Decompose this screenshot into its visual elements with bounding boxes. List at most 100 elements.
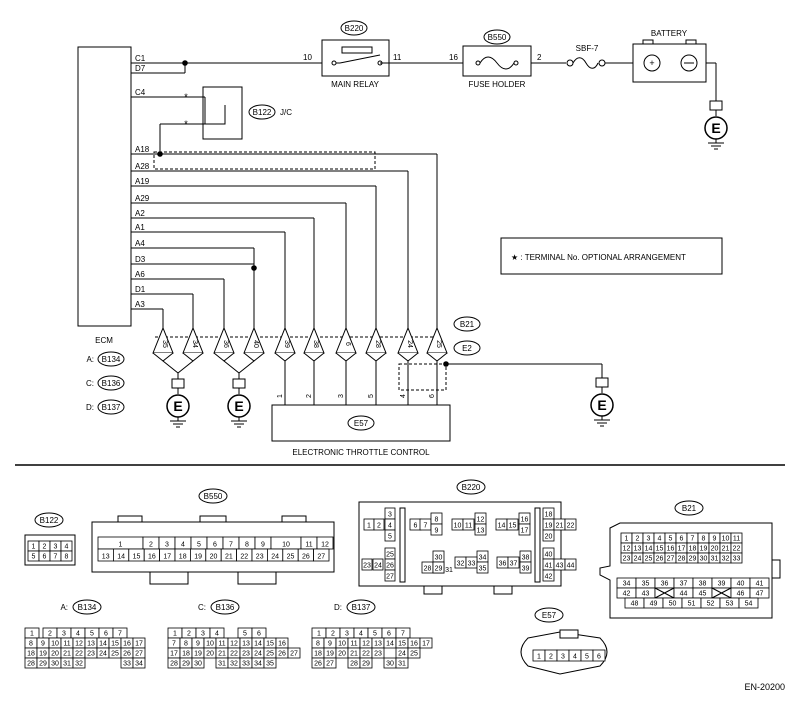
harness-pin-label: 40 (252, 340, 259, 348)
pin-number: 28 (170, 661, 178, 668)
pin-number: 19 (194, 554, 202, 561)
connector-badge (72, 599, 102, 615)
pin-number: 19 (326, 651, 334, 658)
pin-number: 13 (87, 641, 95, 648)
pin-number: 17 (521, 528, 529, 535)
connector-triangle-tip (213, 352, 235, 362)
pin-number: 31 (63, 661, 71, 668)
pin-number: 8 (184, 641, 188, 648)
pin-number: 5 (243, 631, 247, 638)
pin-number: 12 (477, 517, 485, 524)
pin-number: 14 (117, 554, 125, 561)
pin-number: 21 (218, 651, 226, 658)
pin-number: 16 (123, 641, 131, 648)
pin-number: 12 (623, 546, 631, 553)
ecm-pin-label: D7 (135, 64, 146, 73)
pin-number: 4 (181, 542, 185, 549)
pin-number: 22 (230, 651, 238, 658)
pin-number: 6 (43, 554, 47, 561)
pin-number: 29 (39, 661, 47, 668)
svg-text:+: + (649, 58, 654, 68)
ecm-label: ECM (95, 336, 113, 345)
pin-number: 28 (424, 566, 432, 573)
harness-pin-label: 6 (344, 342, 351, 346)
pin-number: 31 (711, 556, 719, 563)
connector-triangle-tip (152, 352, 174, 362)
connector-triangle-tip (365, 352, 387, 362)
ecm-pin-label: A1 (135, 223, 145, 232)
pin-cell (359, 657, 373, 669)
pin-cell (395, 657, 409, 669)
pin-number: 12 (362, 641, 370, 648)
jc-star: * (184, 92, 188, 102)
pin-number: 33 (468, 561, 476, 568)
b220-divider (534, 507, 541, 583)
pin-number: 15 (509, 523, 517, 530)
pin-number: 13 (242, 641, 250, 648)
pin-number: 8 (702, 536, 706, 543)
ground-label: E (234, 398, 243, 414)
pin-number: 4 (573, 654, 577, 661)
pin-number: 2 (331, 631, 335, 638)
connector-badge (198, 488, 228, 504)
pin-number: 33 (123, 661, 131, 668)
pin-number: 12 (75, 641, 83, 648)
pin-number: 9 (435, 528, 439, 535)
legend-badge (97, 351, 125, 367)
harness-pin-label: 38 (312, 340, 319, 348)
pin-number: 36 (661, 581, 669, 588)
pin-number: 13 (634, 546, 642, 553)
pin-number: 4 (359, 631, 363, 638)
pin-number: 6 (257, 631, 261, 638)
pin-number: 24 (254, 651, 262, 658)
pin-number: 18 (689, 546, 697, 553)
pin-cell (287, 647, 301, 659)
pin-number: 6 (597, 654, 601, 661)
fuse-holder-code: B550 (488, 33, 507, 42)
pin-number: 4 (388, 523, 392, 530)
pin-number: 10 (282, 542, 290, 549)
main-relay-box (321, 39, 390, 77)
pin-number: 17 (678, 546, 686, 553)
pin-number: 15 (398, 641, 406, 648)
pin-number: 14 (254, 641, 262, 648)
pin-number: 18 (545, 512, 553, 519)
ecm-pin-label: A28 (135, 162, 150, 171)
ground-wire (162, 360, 194, 374)
pin-number: 1 (317, 631, 321, 638)
splice-dot (251, 265, 257, 271)
pin-number: 16 (410, 641, 418, 648)
pin-number: 23 (87, 651, 95, 658)
pin-cell (474, 523, 487, 536)
legend-letter: D: (86, 403, 94, 412)
pin-number: 23 (242, 651, 250, 658)
pin-number: 10 (454, 523, 462, 530)
jc-box (202, 86, 243, 140)
harness-pin-label: 39 (283, 340, 290, 348)
pin-number: 32 (457, 561, 465, 568)
pin-number: 3 (345, 631, 349, 638)
fuse-holder-label: FUSE HOLDER (469, 80, 526, 89)
pin-number: 17 (170, 651, 178, 658)
pin-number: 14 (99, 641, 107, 648)
pin-cell (372, 558, 384, 571)
blank-pin (654, 587, 675, 599)
pin-number: 3 (165, 542, 169, 549)
pin-number: 11 (218, 641, 225, 648)
pin-number: 48 (631, 601, 639, 608)
pin-number: 46 (737, 591, 745, 598)
b21-tab (771, 559, 781, 579)
pin-number: 12 (230, 641, 238, 648)
pin-number: 25 (287, 554, 295, 561)
pin-number: 18 (27, 651, 35, 658)
pin-number: 14 (645, 546, 653, 553)
pin-number: 32 (230, 661, 238, 668)
pin-number: 1 (537, 654, 541, 661)
pin-cell (60, 550, 73, 562)
battery-plus-terminal (643, 54, 661, 72)
pin-number: 35 (479, 566, 487, 573)
pin-number: 39 (522, 566, 530, 573)
ecm-pin-label: A2 (135, 209, 145, 218)
main-relay-badge: B220 (340, 20, 368, 36)
